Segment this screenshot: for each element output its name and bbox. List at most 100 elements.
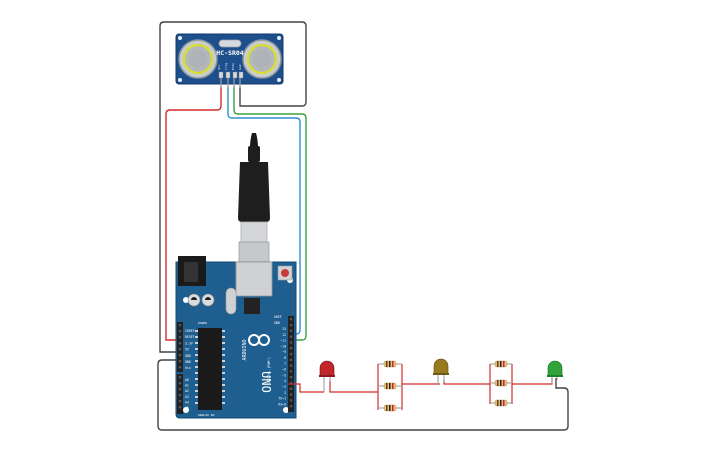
digital-pin-label-12: TX→1 — [278, 397, 286, 401]
pin-label-vcc: Vcc — [217, 64, 221, 70]
power-header-pin[interactable] — [178, 360, 182, 363]
resistor — [378, 404, 402, 412]
analog-header-pin[interactable] — [178, 400, 182, 403]
power-header — [177, 322, 183, 372]
digital-header-pin[interactable] — [289, 387, 293, 390]
analog-header-pin[interactable] — [178, 394, 182, 397]
power-header-pin[interactable] — [178, 336, 182, 339]
digital-header-pin[interactable] — [289, 405, 293, 408]
power-header-pin[interactable] — [178, 330, 182, 333]
digital-header-pin[interactable] — [289, 329, 293, 332]
analog-header-pin[interactable] — [178, 406, 182, 409]
digital-pin-label-4: ~9 — [282, 350, 286, 354]
gnd-label: GND — [274, 321, 280, 325]
digital-pin-label-11: 2 — [284, 391, 286, 395]
aref-label: AREF — [274, 315, 282, 319]
power-header-pin[interactable] — [178, 354, 182, 357]
digital-header-pin[interactable] — [289, 347, 293, 350]
trig-wire[interactable] — [227, 86, 301, 335]
led-red[interactable] — [319, 360, 335, 392]
analog-pin-label-5: A5 — [185, 406, 189, 410]
power-pin-label-4: GND — [185, 354, 191, 358]
pin-label-trig: Trig — [224, 63, 228, 70]
digital-pin-label-8: ~5 — [282, 373, 286, 377]
power-pin-labels: IOREF RESET 3.3V 5V GND GND Vin — [185, 329, 195, 370]
power-header-pin[interactable] — [178, 324, 182, 327]
ground-loop-wire[interactable] — [157, 359, 569, 431]
resistor-group-2[interactable] — [490, 360, 512, 407]
usb-cable[interactable] — [238, 133, 270, 273]
ground-wire[interactable] — [159, 21, 307, 353]
reset-button[interactable] — [277, 265, 293, 281]
analog-pin-label-2: A2 — [185, 389, 189, 393]
digital-header-pin[interactable] — [289, 393, 293, 396]
resistor — [378, 360, 402, 368]
analog-header-pin[interactable] — [178, 376, 182, 379]
digital-header-pin[interactable] — [289, 370, 293, 373]
analog-pin-label-0: A0 — [185, 378, 189, 382]
digital-header-pin[interactable] — [289, 381, 293, 385]
arduino-uno-board[interactable]: ARDUINO UNO IOREF RESET 3.3V 5V GND GND Vin A0… — [175, 256, 297, 419]
digital-header-pin[interactable] — [289, 318, 293, 321]
arduino-brand-label: ARDUINO — [242, 339, 248, 360]
oscillator — [225, 287, 237, 315]
digital-header-pin[interactable] — [289, 335, 293, 338]
dc-power-jack — [178, 256, 206, 286]
digital-pin-label-1: 12 — [282, 333, 286, 337]
power-pin-label-1: RESET — [185, 335, 195, 339]
power-pin-label-0: IOREF — [185, 329, 195, 333]
digital-pin-label-13: RX←0 — [278, 402, 286, 406]
power-pin-label-3: 5V — [185, 348, 189, 352]
analog-header-pin[interactable] — [178, 382, 182, 385]
capacitors — [187, 293, 215, 307]
digital-pin-label-2: ~11 — [280, 339, 286, 343]
analog-header-pin[interactable] — [178, 388, 182, 391]
digital-header-pin[interactable] — [289, 341, 293, 344]
digital-header-pin[interactable] — [289, 399, 293, 402]
digital-pin-label-7: ~6 — [282, 368, 286, 372]
power-header-pin[interactable] — [178, 348, 182, 351]
digital-header — [288, 316, 294, 412]
power-header-pin[interactable] — [178, 366, 182, 369]
digital-header-pin[interactable] — [289, 323, 293, 327]
ultrasonic-sensor[interactable]: HC-SR04 Vcc Trig Echo Gnd — [175, 33, 284, 88]
small-chip — [244, 298, 260, 314]
arduino-model-label: UNO — [259, 371, 273, 393]
resistor — [490, 399, 512, 407]
digital-header-pin[interactable] — [289, 358, 293, 361]
transducer-left — [178, 39, 218, 79]
digital-header-pin[interactable] — [289, 364, 293, 367]
resistor — [378, 382, 402, 390]
arduino-logo — [248, 334, 270, 346]
digital-pin-label-5: 8 — [284, 356, 286, 360]
led-green[interactable] — [547, 360, 563, 384]
power-header-pin[interactable] — [178, 342, 182, 345]
sensor-model-label: HC-SR04 — [216, 49, 243, 57]
echo-wire[interactable] — [233, 86, 307, 341]
digital-pin-label-0: 13 — [282, 327, 286, 331]
usb-port — [235, 261, 273, 297]
analog-pin-label-1: A1 — [185, 384, 189, 388]
power-pin-label-2: 3.3V — [185, 341, 193, 345]
sensor-pin-legs — [220, 78, 241, 88]
power-section-label: POWER — [198, 321, 207, 325]
power-pin-label-5: GND — [185, 360, 191, 364]
digital-header-title: DIGITAL (PWM~) — [267, 357, 271, 384]
pin-label-gnd: Gnd — [238, 64, 242, 70]
analog-section-label: ANALOG IN — [198, 413, 214, 417]
analog-pin-label-3: A3 — [185, 395, 189, 399]
resistor — [490, 379, 512, 387]
digital-header-pin[interactable] — [289, 352, 293, 356]
digital-header-pin[interactable] — [289, 376, 293, 379]
atmega-chip — [195, 328, 225, 410]
transducer-right — [242, 39, 282, 79]
led-yellow[interactable] — [433, 358, 449, 384]
vcc-wire[interactable] — [165, 86, 222, 341]
digital-pin-label-6: 7 — [284, 362, 286, 366]
power-pin-label-6: Vin — [185, 366, 191, 370]
resistor-group-1[interactable] — [378, 360, 402, 412]
digital-pin-label-10: ~3 — [282, 385, 286, 389]
